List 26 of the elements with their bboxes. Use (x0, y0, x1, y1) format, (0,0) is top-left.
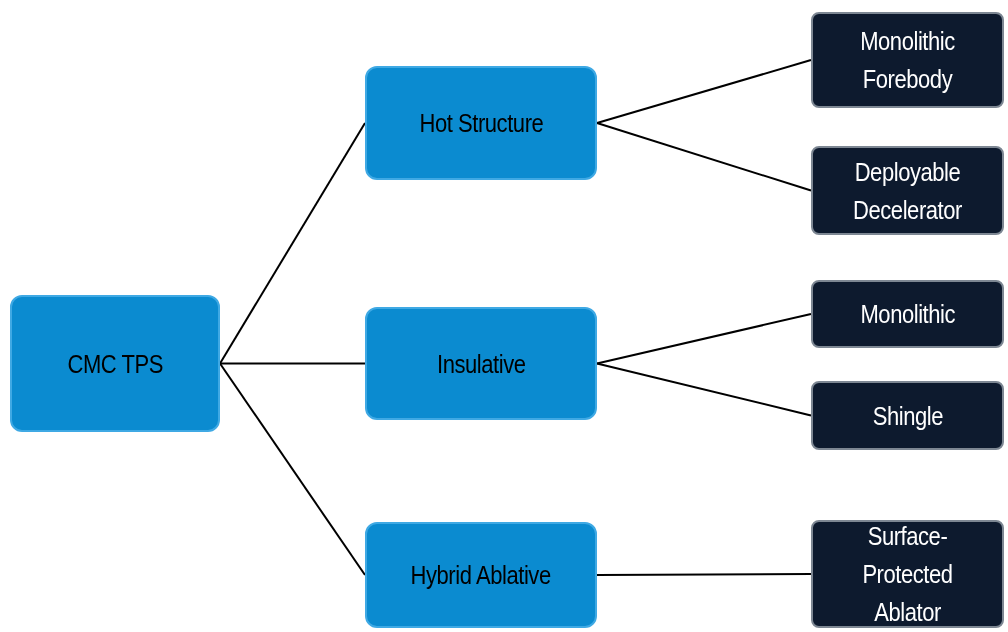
category-box (365, 307, 597, 420)
connector-line (219, 122, 366, 365)
subcategory-box (811, 146, 1004, 235)
box-label: CMC TPS (67, 348, 163, 380)
subcategory-box (811, 381, 1004, 450)
connector-line (596, 362, 812, 417)
connector-line (219, 362, 366, 576)
subcategory-box (811, 280, 1004, 348)
box-label: Monolithic (860, 299, 955, 330)
category-box (365, 522, 597, 628)
box-label: Surface-Protected Ablator (861, 521, 954, 628)
subcategory-box (811, 520, 1004, 628)
box-label: Deployable Decelerator (852, 156, 963, 226)
box-label: Hybrid Ablative (410, 560, 552, 591)
connector-line (596, 313, 812, 365)
connector-line (596, 573, 812, 576)
connector-line (219, 362, 366, 365)
box-label: Monolithic Forebody (859, 26, 956, 95)
connector-line (596, 122, 812, 192)
box-label: Insulative (436, 348, 526, 380)
category-box (10, 295, 220, 432)
box-label: Hot Structure (419, 108, 543, 139)
category-box (365, 66, 597, 180)
subcategory-box (811, 12, 1004, 108)
box-label: Shingle (872, 400, 943, 432)
connector-line (596, 59, 812, 124)
